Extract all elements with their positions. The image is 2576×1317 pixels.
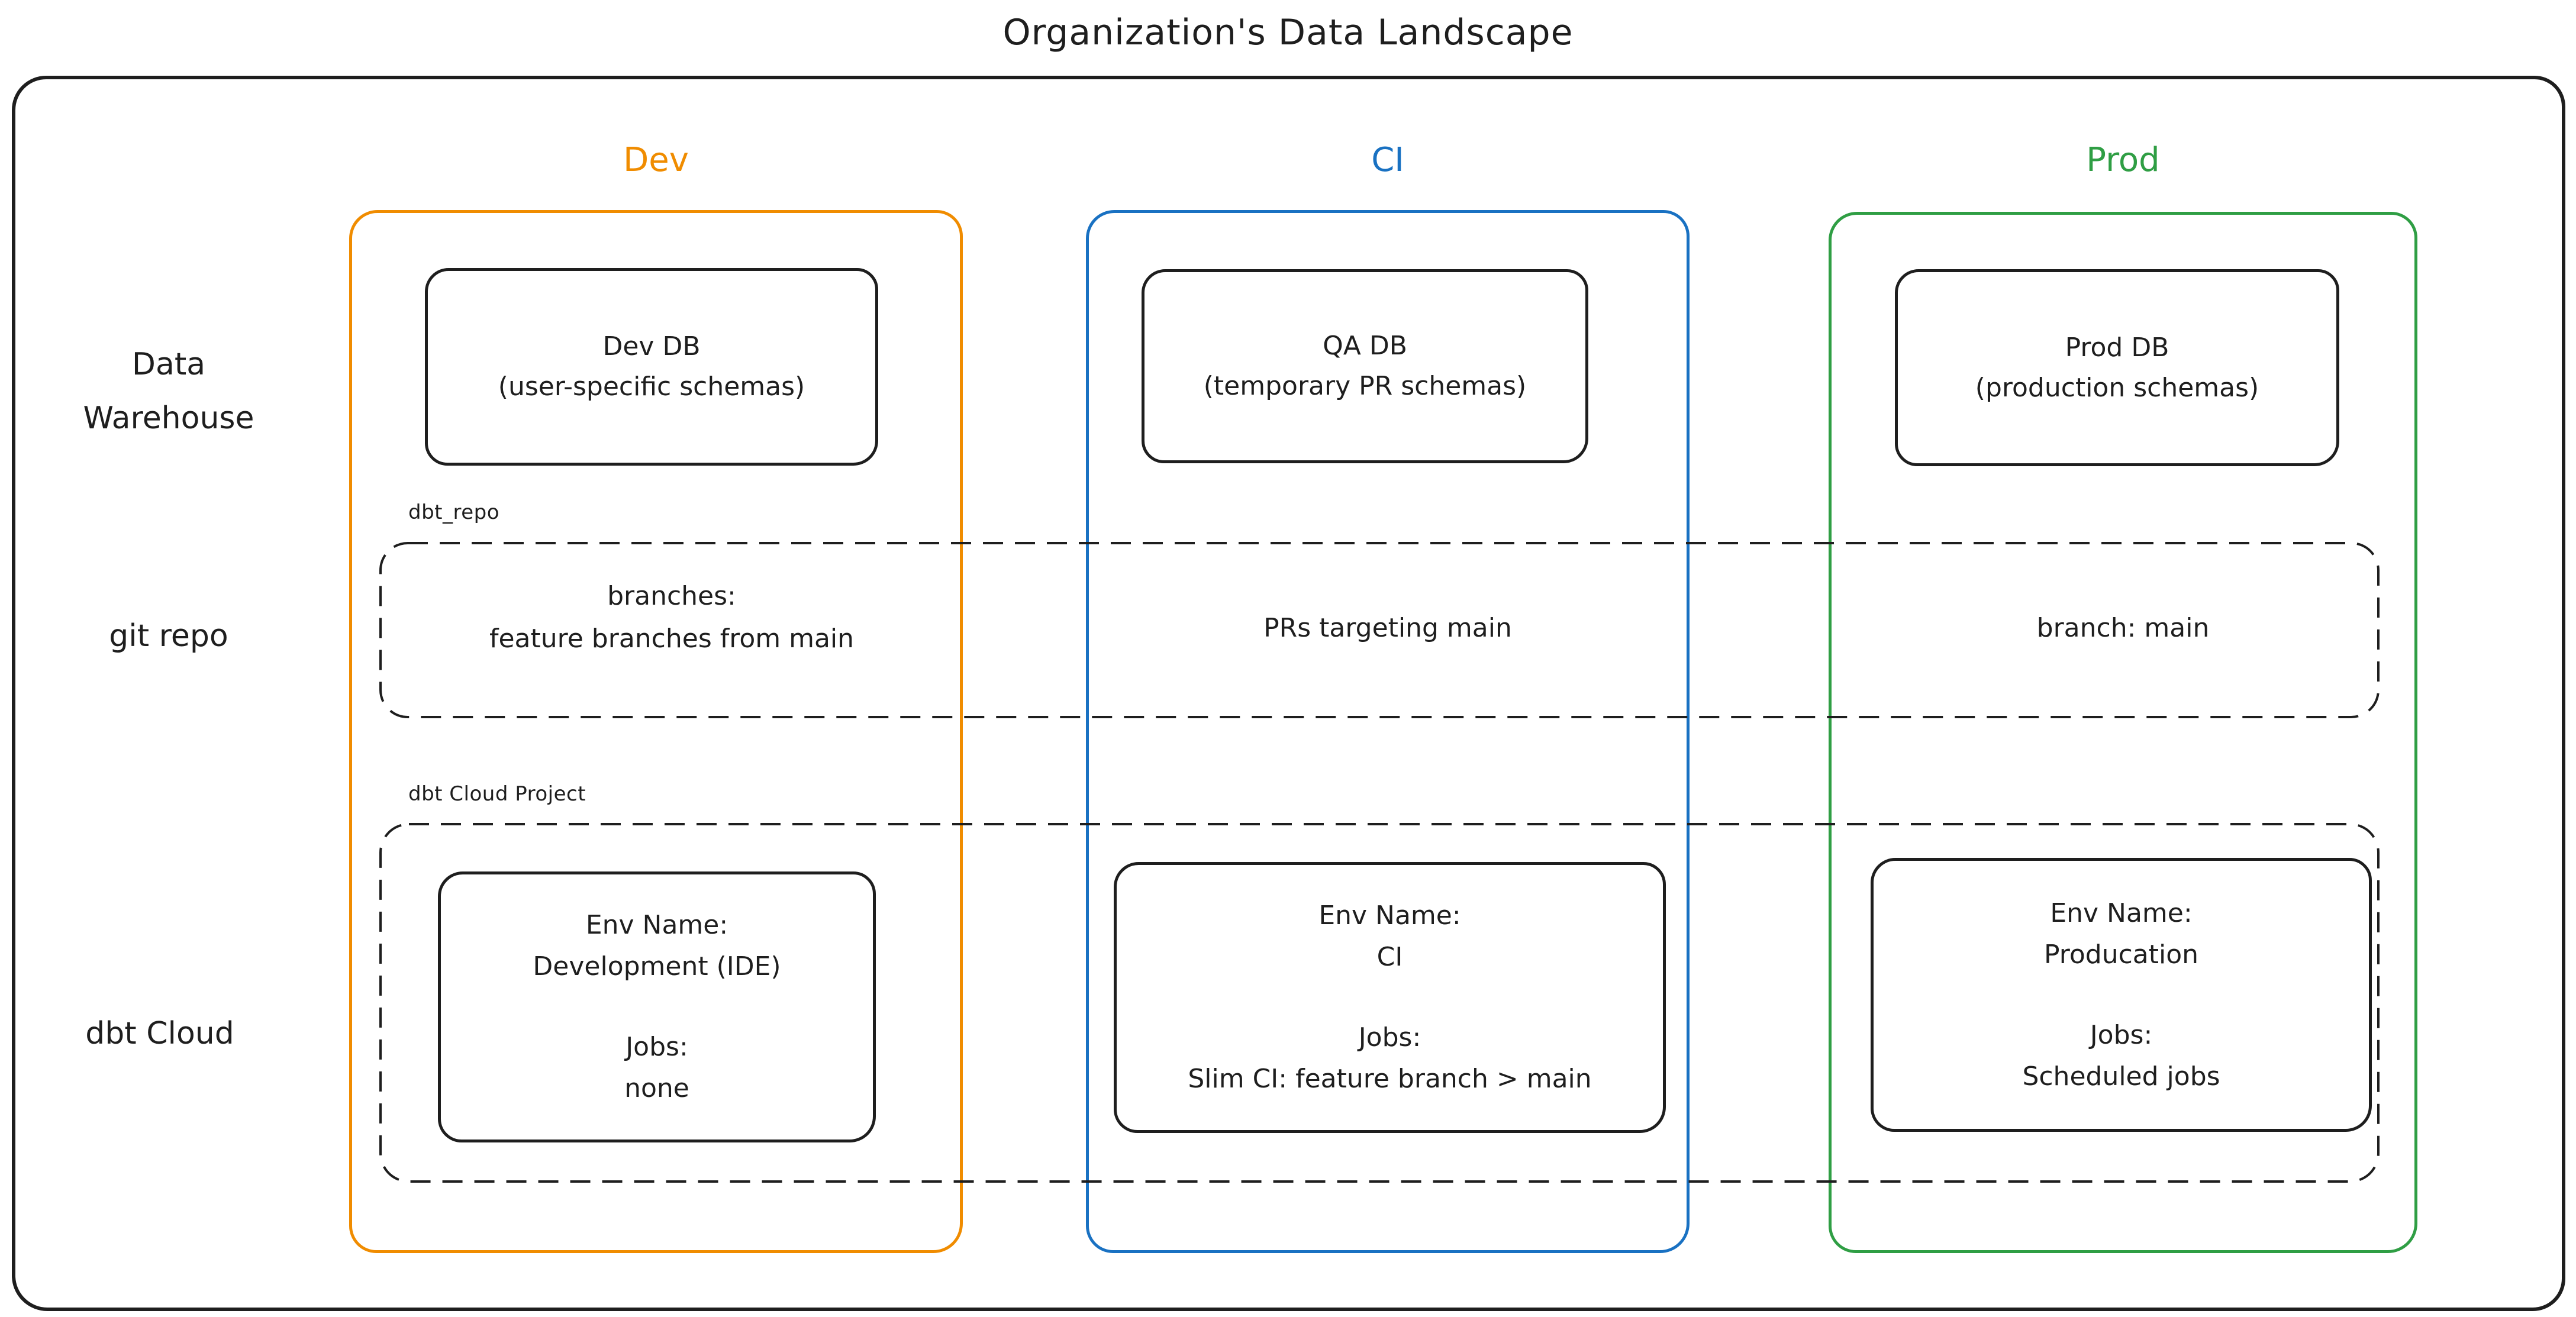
prod-column-header: Prod (2086, 141, 2160, 179)
dbt-dev-environment-box: Env Name: Development (IDE) Jobs: none (438, 871, 876, 1142)
dbt-dev-jobs-label: Jobs: (626, 1032, 688, 1062)
git-dev-branches-text: branches: feature branches from main (373, 575, 971, 660)
dev-db-box: Dev DB (user-specific schemas) (425, 268, 878, 466)
dbt-prod-jobs-label: Jobs: (2090, 1019, 2153, 1050)
git-prod-branch-text: branch: main (2036, 613, 2210, 643)
dbt-prod-env-label: Env Name: (2050, 898, 2193, 928)
row-label-dbt-cloud: dbt Cloud (85, 1016, 234, 1051)
dbt-ci-environment-box: Env Name: CI Jobs: Slim CI: feature bran… (1114, 862, 1666, 1133)
git-dev-branches-line1: branches: (607, 581, 736, 611)
row-label-data-warehouse: Data Warehouse (30, 338, 308, 446)
dbt-ci-env-label: Env Name: (1318, 900, 1461, 931)
dbt-ci-jobs-label: Jobs: (1358, 1022, 1421, 1053)
row-label-data-warehouse-line2: Warehouse (83, 401, 254, 436)
dev-column-frame (349, 210, 963, 1253)
dbt-prod-env-value: Producation (2043, 939, 2199, 970)
row-label-data-warehouse-line1: Data (131, 347, 206, 382)
dev-db-subtitle: (user-specific schemas) (498, 372, 805, 402)
dev-db-title: Dev DB (602, 331, 701, 361)
qa-db-title: QA DB (1323, 331, 1407, 361)
prod-db-title: Prod DB (2065, 332, 2169, 363)
row-label-git-repo: git repo (109, 618, 228, 654)
page-title: Organization's Data Landscape (1002, 12, 1574, 53)
dbt-dev-env-value: Development (IDE) (533, 951, 781, 982)
dbt-dev-env-label: Env Name: (585, 910, 728, 940)
dbt-repo-dashed-container (379, 542, 2380, 718)
dbt-repo-container-label: dbt_repo (408, 501, 500, 524)
dbt-ci-env-value: CI (1376, 942, 1403, 972)
landscape-outer-frame (12, 76, 2565, 1311)
git-dev-branches-line2: feature branches from main (489, 624, 855, 654)
dbt-cloud-project-dashed-container (379, 823, 2380, 1183)
dbt-prod-jobs-value: Scheduled jobs (2022, 1061, 2220, 1092)
dbt-dev-jobs-value: none (624, 1073, 689, 1103)
dbt-ci-jobs-value: Slim CI: feature branch > main (1188, 1064, 1592, 1094)
dbt-cloud-project-container-label: dbt Cloud Project (408, 782, 586, 806)
dbt-prod-environment-box: Env Name: Producation Jobs: Scheduled jo… (1871, 858, 2372, 1132)
ci-column-header: CI (1371, 141, 1404, 179)
ci-column-frame (1086, 210, 1690, 1253)
prod-db-box: Prod DB (production schemas) (1895, 269, 2339, 466)
dev-column-header: Dev (623, 141, 689, 179)
prod-column-frame (1829, 212, 2417, 1253)
qa-db-box: QA DB (temporary PR schemas) (1142, 269, 1588, 463)
prod-db-subtitle: (production schemas) (1975, 372, 2259, 403)
qa-db-subtitle: (temporary PR schemas) (1203, 371, 1527, 401)
git-ci-prs-text: PRs targeting main (1263, 613, 1512, 643)
